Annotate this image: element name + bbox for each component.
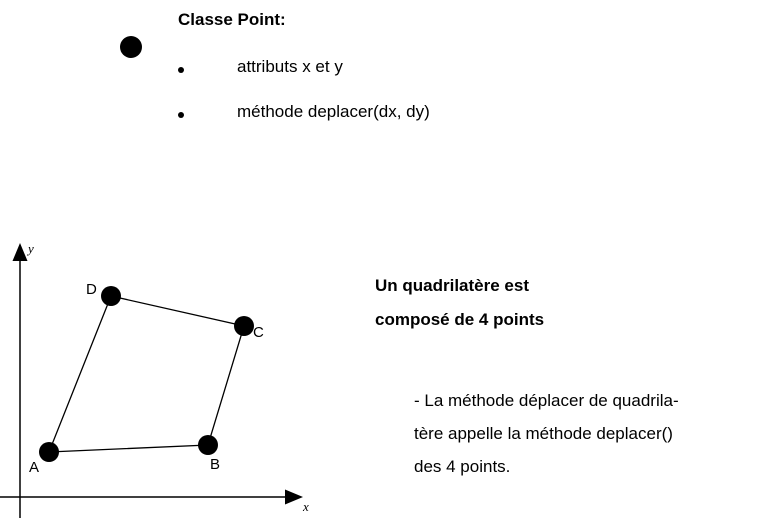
bullet-method: méthode deplacer(dx, dy)	[237, 102, 430, 121]
point-c	[234, 316, 254, 336]
point-d	[101, 286, 121, 306]
point-a-label: A	[29, 459, 39, 476]
y-axis-label: y	[26, 241, 34, 256]
point-a	[39, 442, 59, 462]
point-c-label: C	[253, 324, 264, 341]
x-axis-label: x	[302, 499, 309, 514]
point-b	[198, 435, 218, 455]
quad-text-line1: Un quadrilatère est	[375, 276, 529, 295]
quadrilateral-shape	[48, 295, 245, 453]
method-text-line1: - La méthode déplacer de quadrila-	[414, 391, 679, 410]
quad-text-line2: composé de 4 points	[375, 310, 545, 329]
quadrilateral-diagram: y x A B C D	[0, 241, 309, 518]
bullet-attributes: attributs x et y	[237, 57, 343, 76]
method-text-line2: tère appelle la méthode deplacer()	[414, 424, 673, 443]
point-b-label: B	[210, 456, 220, 473]
bullet-icon	[178, 112, 184, 118]
class-point-title: Classe Point:	[178, 10, 286, 29]
point-marker-icon	[120, 36, 142, 58]
method-text-line3: des 4 points.	[414, 457, 511, 476]
bullet-icon	[178, 67, 184, 73]
point-d-label: D	[86, 281, 97, 298]
